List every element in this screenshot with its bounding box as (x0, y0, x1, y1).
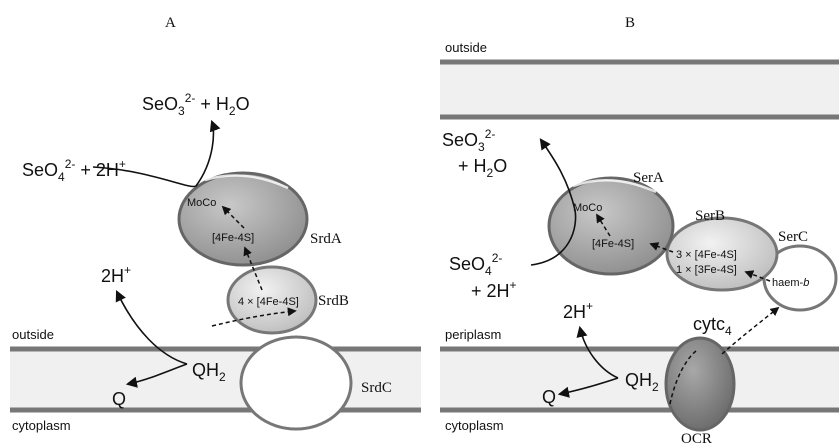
panel-b-quinone-arrow (557, 377, 619, 398)
panel-b-proton: 2H+ (563, 299, 593, 322)
panel-a-quinol: QH2 (192, 360, 226, 384)
srda-subunit (177, 171, 309, 267)
panel-b-reaction-arrow (530, 138, 577, 266)
panel-b-quinol: QH2 (625, 370, 659, 394)
panel-b-electron-path-4 (649, 242, 674, 253)
panel-b-electron-path-3 (744, 270, 771, 282)
panel-b-product-line1: SeO32- (442, 127, 495, 154)
srdc-label: SrdC (361, 380, 392, 396)
srdb-subunit (226, 265, 318, 335)
ocr-subunit (664, 336, 736, 432)
panel-a-membrane (10, 349, 421, 410)
panel-b-quinone: Q (542, 387, 556, 407)
srda-label: SrdA (310, 231, 342, 247)
panel-b-label: B (625, 15, 635, 31)
srdc-subunit (239, 335, 353, 431)
panel-a-quinone-arrow (125, 363, 188, 388)
panel-b-1x3fe4s-label: 1 × [3Fe-4S] (676, 264, 737, 276)
panel-b-electron-path-2 (721, 306, 780, 355)
panel-b-periplasm-label: periplasm (445, 327, 501, 342)
serb-label: SerB (695, 208, 725, 224)
panel-b-outside-label: outside (445, 40, 487, 55)
panel-b: B outside periplasm cytoplasm OCR SerA S… (440, 15, 839, 446)
panel-a-4fe4s-label: [4Fe-4S] (212, 232, 254, 244)
panel-b-cytoplasm-label: cytoplasm (445, 418, 504, 433)
panel-b-inner-membrane (440, 349, 839, 410)
panel-a-label: A (165, 15, 176, 31)
panel-a-proton-arrow (115, 289, 188, 365)
panel-b-3x4fe4s-label: 3 × [4Fe-4S] (676, 249, 737, 261)
panel-a-4x4fe4s-label: 4 × [4Fe-4S] (238, 296, 299, 308)
panel-a-electron-path-3 (221, 205, 245, 229)
panel-a-reaction-arrow (92, 119, 221, 188)
panel-b-substrate-line2: + 2H+ (471, 278, 517, 301)
panel-b-substrate-line1: SeO42- (449, 251, 502, 278)
panel-a-quinone: Q (112, 389, 126, 409)
panel-a-moco-label: MoCo (187, 197, 216, 209)
panel-a-electron-path-2 (243, 246, 263, 291)
panel-a-outside-label: outside (12, 327, 54, 342)
panel-a-substrate: SeO42- + 2H+ (22, 157, 126, 184)
panel-a: A outside cytoplasm MoCo [4Fe-4S] 4 × [4… (10, 15, 421, 433)
panel-a-electron-path-1 (211, 307, 297, 327)
sera-label: SerA (633, 170, 664, 186)
panel-a-cytoplasm-label: cytoplasm (12, 418, 71, 433)
panel-b-haem-label: haem-b (772, 277, 809, 289)
serc-label: SerC (778, 229, 808, 245)
sera-subunit (547, 176, 675, 276)
ocr-label: OCR (681, 431, 712, 446)
panel-b-4fe4s-label: [4Fe-4S] (592, 238, 634, 250)
panel-b-proton-arrow (576, 325, 619, 379)
panel-b-moco-label: MoCo (573, 202, 602, 214)
panel-b-cytc4: cytc4 (693, 314, 732, 338)
panel-b-product-line2: + H2O (458, 156, 507, 180)
sera-highlight (572, 178, 657, 194)
panel-b-outer-membrane (440, 62, 839, 117)
panel-a-proton: 2H+ (101, 263, 131, 286)
panel-a-product: SeO32- + H2O (142, 91, 250, 118)
srda-highlight (204, 174, 289, 190)
srdb-label: SrdB (318, 293, 349, 309)
panel-b-electron-path-1 (669, 350, 697, 405)
